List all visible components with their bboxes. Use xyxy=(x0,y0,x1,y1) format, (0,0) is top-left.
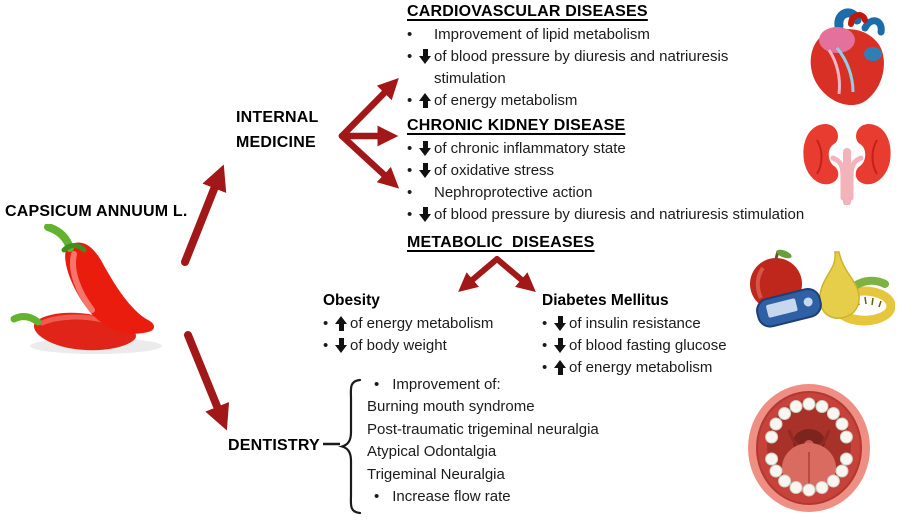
list-item: • of body weight xyxy=(323,335,551,357)
list-item-text: Burning mouth syndrome xyxy=(367,398,535,416)
heart-illustration xyxy=(810,8,885,106)
list-item: • Improvement of lipid metabolism xyxy=(407,24,877,46)
list-item-text: of energy metabolism xyxy=(569,359,713,376)
list-item: • of blood pressure by diuresis and natr… xyxy=(407,204,887,226)
teeth xyxy=(765,397,853,497)
bullet: • xyxy=(407,206,413,223)
obesity-title: Obesity xyxy=(323,292,380,309)
internal-medicine-line1: INTERNAL xyxy=(236,109,319,126)
bullet: • xyxy=(407,26,413,43)
cardiovascular-section: CARDIOVASCULAR DISEASES • Improvement of… xyxy=(407,3,877,112)
fruit-and-glucometer-illustration xyxy=(750,249,895,328)
glucometer-icon xyxy=(756,287,822,328)
list-item: • Increase flow rate xyxy=(367,486,632,508)
trend-arrow-icon xyxy=(419,141,434,157)
trend-arrow-icon xyxy=(335,338,350,354)
list-item-text: of blood pressure by diuresis and natriu… xyxy=(434,48,729,87)
list-item-text: Trigeminal Neuralgia xyxy=(367,465,505,483)
arrow-metabolic-to-obesity xyxy=(458,256,500,292)
root-label: CAPSICUM ANNUUM L. xyxy=(5,203,188,220)
bullet: • xyxy=(542,359,548,376)
list-item-text: of blood pressure by diuresis and natriu… xyxy=(434,206,805,223)
list-item: Trigeminal Neuralgia xyxy=(367,464,632,486)
diabetes-title: Diabetes Mellitus xyxy=(542,292,669,309)
list-item: • of energy metabolism xyxy=(323,313,551,335)
trend-arrow-icon xyxy=(554,316,569,332)
chili-peppers-illustration xyxy=(10,224,162,354)
bullet: • xyxy=(407,92,413,109)
internal-medicine-label: INTERNAL MEDICINE xyxy=(236,105,318,155)
list-item-text: of energy metabolism xyxy=(350,315,494,332)
trend-arrow-icon xyxy=(554,338,569,354)
list-item: • of chronic inflammatory state xyxy=(407,138,887,160)
dentistry-label: DENTISTRY xyxy=(228,437,320,454)
diabetes-section: Diabetes Mellitus • of insulin resistanc… xyxy=(542,290,787,379)
trend-arrow-icon xyxy=(554,360,569,376)
cardiovascular-title: CARDIOVASCULAR DISEASES xyxy=(407,3,648,20)
list-item-text: Increase flow rate xyxy=(392,488,511,506)
arrow-im-to-metabolic xyxy=(338,132,400,189)
trend-arrow-icon xyxy=(419,185,434,201)
list-item-text: Atypical Odontalgia xyxy=(367,443,497,461)
list-item: Post-traumatic trigeminal neuralgia xyxy=(367,419,632,441)
list-item: • of oxidative stress xyxy=(407,160,887,182)
trend-arrow-icon xyxy=(419,49,434,65)
list-item-text: Post-traumatic trigeminal neuralgia xyxy=(367,420,599,438)
diabetes-list: • of insulin resistance • of blood fasti… xyxy=(542,313,787,379)
bullet: • xyxy=(542,315,548,332)
trend-arrow-icon xyxy=(335,316,350,332)
list-item-text: of chronic inflammatory state xyxy=(434,140,626,157)
bullet: • xyxy=(407,140,413,157)
obesity-list: • of energy metabolism • of body weight xyxy=(323,313,551,357)
list-item-text: of blood fasting glucose xyxy=(569,337,727,354)
bullet: • xyxy=(374,488,380,506)
list-item-text: of oxidative stress xyxy=(434,162,555,179)
metabolic-title: METABOLIC DISEASES xyxy=(407,234,595,251)
dentistry-brace xyxy=(338,378,362,515)
list-item: • of blood fasting glucose xyxy=(542,335,787,357)
arrow-root-to-internal-medicine xyxy=(181,164,227,266)
list-item: • of energy metabolism xyxy=(542,357,787,379)
bullet: • xyxy=(323,315,329,332)
list-item-text: of energy metabolism xyxy=(434,92,578,109)
arrow-root-to-dentistry xyxy=(184,331,230,431)
obesity-section: Obesity • of energy metabolism • of body… xyxy=(323,290,551,357)
list-item: • of insulin resistance xyxy=(542,313,787,335)
list-item: • of energy metabolism xyxy=(407,90,877,112)
chronic-kidney-title: CHRONIC KIDNEY DISEASE xyxy=(407,117,626,134)
internal-medicine-line2: MEDICINE xyxy=(236,134,316,151)
bullet: • xyxy=(323,337,329,354)
list-item-text: of insulin resistance xyxy=(569,315,701,332)
list-item: Burning mouth syndrome xyxy=(367,396,632,418)
arrow-metabolic-to-diabetes xyxy=(494,256,536,292)
list-item-text: Improvement of: xyxy=(392,376,501,393)
arrow-im-to-cardiovascular xyxy=(338,78,399,140)
chronic-kidney-section: CHRONIC KIDNEY DISEASE • of chronic infl… xyxy=(407,117,887,226)
list-item-text: Improvement of lipid metabolism xyxy=(434,26,650,43)
list-item: • Nephroprotective action xyxy=(407,182,887,204)
list-item-text: of body weight xyxy=(350,337,447,354)
trend-arrow-icon xyxy=(419,163,434,179)
chronic-kidney-list: • of chronic inflammatory state • of oxi… xyxy=(407,138,887,226)
list-item: Atypical Odontalgia xyxy=(367,441,632,463)
bullet: • xyxy=(407,48,413,65)
bullet: • xyxy=(374,376,380,393)
dentistry-list: • Improvement of: Burning mouth syndrome… xyxy=(367,374,632,508)
list-item: • Improvement of: xyxy=(367,374,632,396)
bullet: • xyxy=(407,184,413,201)
list-item: • of blood pressure by diuresis and natr… xyxy=(407,46,877,90)
bullet: • xyxy=(407,162,413,179)
cardiovascular-list: • Improvement of lipid metabolism • of b… xyxy=(407,24,877,112)
trend-arrow-icon xyxy=(419,207,434,223)
list-item-text: Nephroprotective action xyxy=(434,184,593,201)
trend-arrow-icon xyxy=(419,93,434,109)
kidneys-illustration xyxy=(803,124,891,205)
trend-arrow-icon xyxy=(419,27,434,43)
open-mouth-illustration xyxy=(748,384,870,512)
bullet: • xyxy=(542,337,548,354)
